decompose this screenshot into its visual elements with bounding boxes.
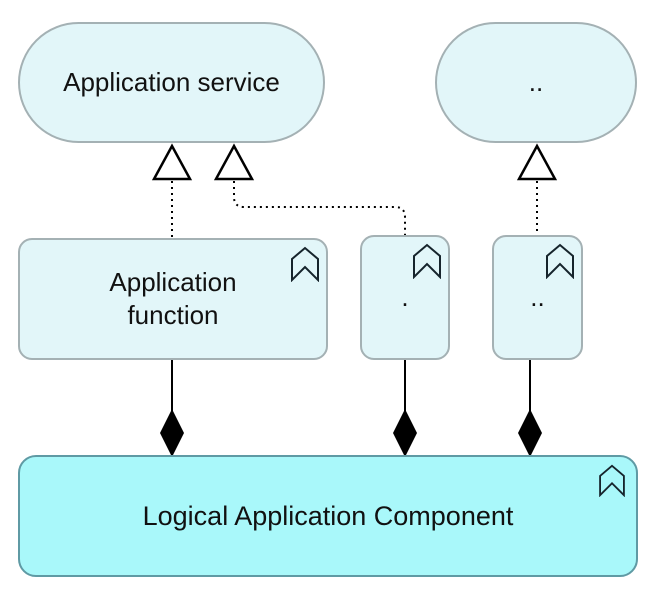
node-label: .: [401, 282, 409, 312]
node-label: ..: [530, 282, 545, 312]
node-application-service: Application service: [18, 22, 325, 143]
node-logical-application-component: Logical Application Component: [18, 455, 638, 577]
node-label: Application service: [63, 67, 280, 97]
chevron-icon: [546, 243, 574, 279]
realization-arrow-function-to-service: [151, 143, 193, 238]
node-label: Logical Application Component: [142, 500, 514, 531]
node-function-dots: ..: [492, 235, 583, 360]
composition-arrow-component-to-dots: [518, 360, 542, 457]
node-function-dot: .: [360, 235, 450, 360]
composition-arrow-component-to-function: [160, 360, 184, 457]
chevron-icon: [413, 243, 441, 279]
chevron-icon: [599, 464, 625, 497]
realization-arrow-dots-to-ellipsis: [516, 143, 558, 235]
node-application-function: Application function: [18, 238, 328, 360]
chevron-icon: [291, 246, 319, 282]
node-service-ellipsis: ..: [435, 22, 637, 143]
node-label: ..: [528, 67, 544, 97]
node-label: Application function: [109, 267, 237, 330]
composition-arrow-component-to-dot: [393, 360, 417, 457]
realization-arrow-dot-to-service: [213, 143, 406, 235]
